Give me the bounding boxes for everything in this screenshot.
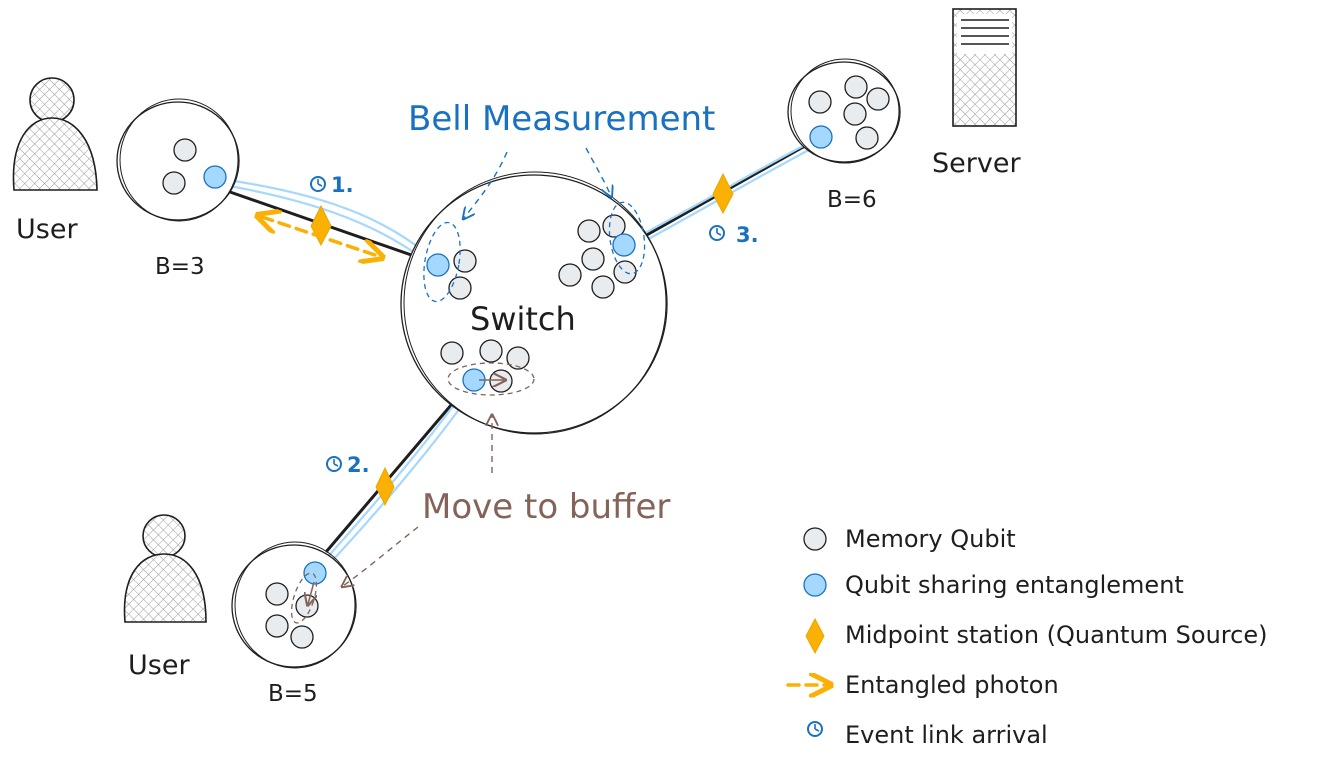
event-1: 1. (310, 173, 354, 197)
entangled-qubit (426, 253, 450, 277)
memory-qubit (558, 263, 582, 287)
event-2: 2. (326, 453, 370, 477)
user-label-left: User (16, 214, 78, 245)
gray-circle-icon (803, 527, 827, 551)
buffer-size-left: B=3 (155, 254, 205, 280)
orange-diamond-icon (805, 617, 825, 655)
node-switch (400, 171, 668, 435)
memory-qubit (162, 171, 186, 195)
midpoint-diamond-left (310, 204, 332, 247)
buffer-group (447, 362, 535, 396)
bell-arrow-right (585, 147, 611, 196)
legend-item-event: Event link arrival (845, 721, 1048, 749)
memory-qubit (440, 341, 464, 365)
server-icon (952, 8, 1017, 127)
event-3: 3. (709, 223, 759, 247)
memory-qubit (265, 614, 289, 638)
memory-qubit (479, 339, 503, 363)
move-to-buffer-label: Move to buffer (422, 487, 670, 527)
node-server (787, 58, 901, 164)
entangled-qubit (203, 165, 227, 189)
node-bottom (231, 541, 357, 669)
memory-qubit (453, 249, 477, 273)
memory-qubit (591, 275, 615, 299)
legend-item-qubit-sharing: Qubit sharing entanglement (845, 571, 1184, 599)
user-label-bottom: User (128, 650, 190, 681)
switch-label: Switch (470, 300, 576, 338)
memory-qubit (506, 346, 530, 370)
bell-group-right (608, 201, 646, 275)
memory-qubit (855, 126, 879, 150)
event-3-label: 3. (736, 223, 759, 247)
legend: Memory Qubit Qubit sharing entanglement … (786, 525, 1267, 749)
memory-qubit (173, 138, 197, 162)
event-2-label: 2. (347, 453, 370, 477)
memory-qubit (489, 369, 513, 393)
node-left (116, 98, 240, 222)
entangled-photon-arrow (262, 217, 378, 256)
legend-item-memory-qubit: Memory Qubit (845, 525, 1016, 553)
buffer-size-bottom: B=5 (268, 681, 318, 707)
buffer-arrow-down (343, 526, 419, 586)
legend-item-midpoint: Midpoint station (Quantum Source) (845, 621, 1267, 649)
memory-qubit (448, 276, 472, 300)
memory-qubit (581, 247, 605, 271)
entangled-qubit (809, 125, 833, 149)
entangled-qubit (303, 561, 327, 585)
legend-item-photon: Entangled photon (845, 671, 1059, 699)
memory-qubit (290, 625, 314, 649)
memory-qubit (602, 214, 626, 238)
midpoint-diamond-right (712, 172, 734, 215)
memory-qubit (613, 260, 637, 284)
blue-circle-icon (803, 573, 827, 597)
bell-measurement-label: Bell Measurement (408, 99, 715, 139)
memory-qubit (265, 582, 289, 606)
user-icon-left (12, 77, 98, 191)
entangled-qubit (612, 233, 636, 257)
memory-qubit (844, 75, 868, 99)
memory-qubit (808, 90, 832, 114)
memory-qubit (843, 102, 867, 126)
server-label: Server (932, 148, 1021, 179)
link-left-entanglement (213, 176, 437, 263)
memory-qubit (295, 594, 319, 618)
midpoint-diamond-bottom (375, 466, 395, 507)
bell-group-left (423, 221, 461, 303)
buffer-size-server: B=6 (827, 187, 877, 213)
memory-qubit (866, 87, 890, 111)
user-icon-bottom (123, 514, 207, 623)
event-1-label: 1. (331, 173, 354, 197)
memory-qubit (577, 219, 601, 243)
